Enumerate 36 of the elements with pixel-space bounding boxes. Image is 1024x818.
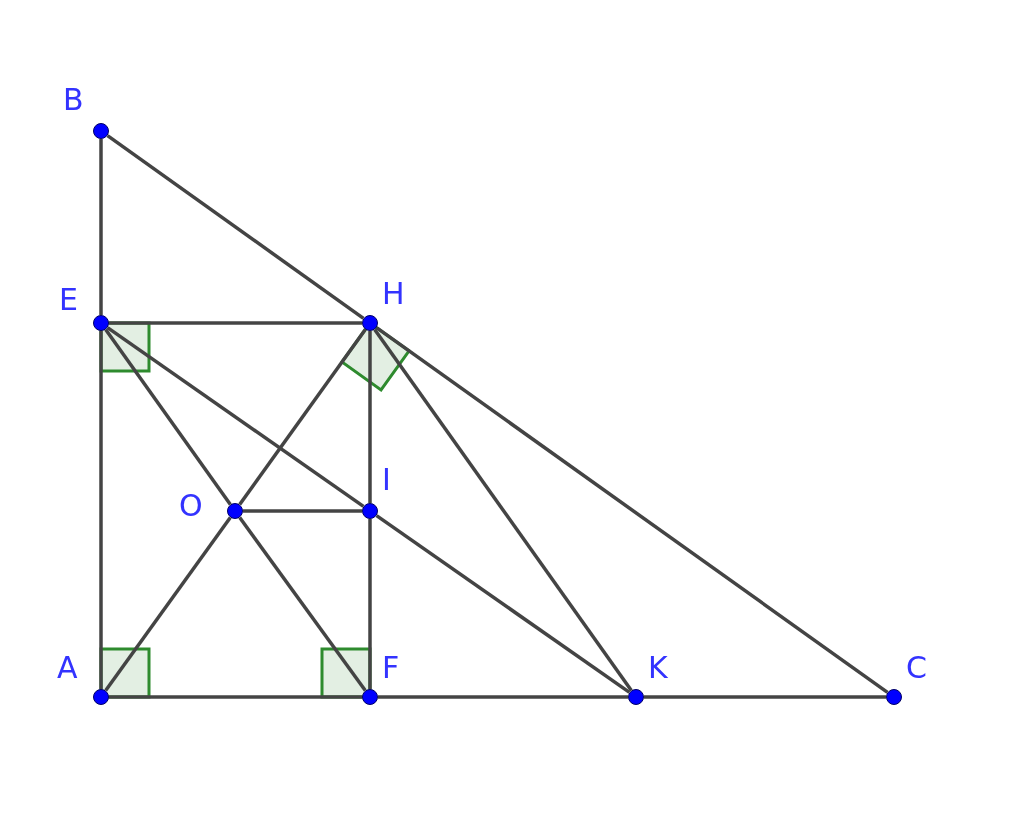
point	[362, 315, 378, 331]
point-label: H	[382, 279, 405, 309]
point-label: F	[382, 653, 400, 683]
point	[93, 315, 109, 331]
point	[886, 689, 902, 705]
point-label: C	[906, 653, 927, 683]
line-segment	[375, 514, 631, 694]
line-segment	[99, 331, 103, 689]
line-segment	[375, 326, 889, 694]
line-segment	[106, 134, 365, 320]
point-label: I	[382, 465, 391, 495]
point	[93, 689, 109, 705]
point-label: A	[57, 653, 78, 683]
line-segment	[104, 516, 232, 692]
line-segment	[368, 331, 372, 503]
point	[227, 503, 243, 519]
line-segment	[373, 328, 633, 692]
line-segment	[109, 321, 362, 325]
line-segment	[109, 695, 362, 699]
line-segment	[378, 695, 628, 699]
line-segment	[104, 328, 232, 506]
point-label: B	[63, 85, 84, 115]
line-segment	[99, 139, 103, 315]
line-segment	[238, 328, 367, 506]
point	[362, 689, 378, 705]
point-label: K	[648, 653, 668, 683]
point	[93, 123, 109, 139]
point-label: O	[179, 491, 203, 521]
point-label: E	[59, 285, 78, 315]
line-segment	[238, 516, 367, 692]
line-segment	[368, 519, 372, 689]
point	[362, 503, 378, 519]
line-segment	[644, 695, 886, 699]
line-segment	[106, 326, 365, 508]
line-segment	[243, 509, 362, 513]
point	[628, 689, 644, 705]
